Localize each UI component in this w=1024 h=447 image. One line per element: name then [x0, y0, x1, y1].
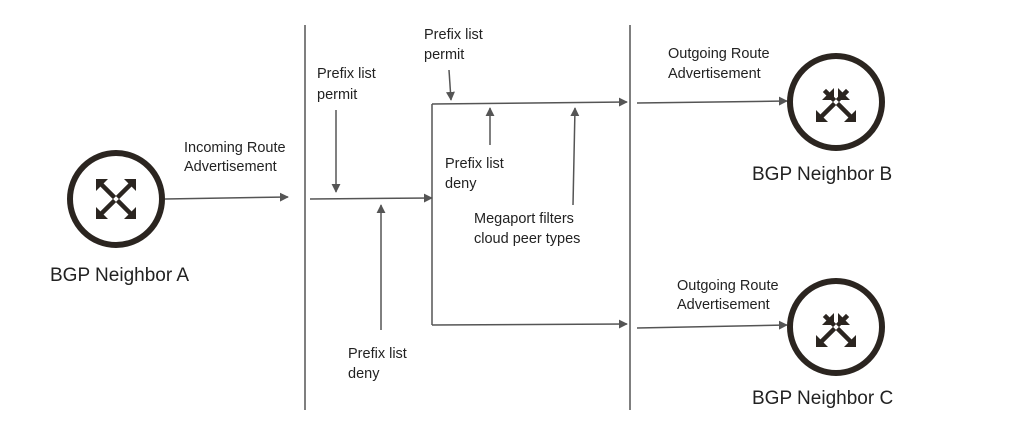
- router-crossed-arrows-icon: [816, 313, 856, 347]
- megaport-filter-arrow: [570, 107, 580, 206]
- prefix-permit-left-line2: permit: [317, 87, 357, 103]
- incoming-route-label: Incoming Route Advertisement: [184, 140, 290, 175]
- incoming-route-arrow: [164, 192, 289, 202]
- outgoing-route-c-line2: Advertisement: [677, 297, 770, 313]
- prefix-permit-top-label: Prefix list permit: [424, 27, 487, 63]
- router-c: [787, 278, 885, 376]
- router-b-label: BGP Neighbor B: [752, 164, 892, 185]
- prefix-deny-left-line2: deny: [348, 366, 380, 382]
- incoming-route-label-line2: Advertisement: [184, 159, 277, 175]
- prefix-permit-top-line2: permit: [424, 47, 464, 63]
- outgoing-route-b-line2: Advertisement: [668, 66, 761, 82]
- prefix-deny-mid-line1: Prefix list: [445, 156, 504, 172]
- outgoing-route-c-line1: Outgoing Route: [677, 278, 779, 294]
- filtered-route-arrow: [309, 193, 433, 203]
- incoming-route-label-line1: Incoming Route: [184, 140, 286, 156]
- megaport-filters-line2: cloud peer types: [474, 231, 580, 247]
- prefix-permit-top-arrow: [445, 69, 455, 101]
- outgoing-route-b-label: Outgoing Route Advertisement: [668, 46, 774, 82]
- router-c-label: BGP Neighbor C: [752, 388, 893, 409]
- outgoing-route-b-arrow: [636, 96, 788, 106]
- outgoing-route-b-line1: Outgoing Route: [668, 46, 770, 62]
- prefix-deny-left-line1: Prefix list: [348, 346, 407, 362]
- router-a: [67, 150, 165, 248]
- prefix-deny-mid-label: Prefix list deny: [445, 156, 508, 192]
- megaport-filters-label: Megaport filters cloud peer types: [474, 211, 580, 247]
- router-b: [787, 53, 885, 151]
- prefix-permit-left-label: Prefix list permit: [317, 66, 380, 103]
- router-crossed-arrows-icon: [96, 179, 136, 219]
- prefix-deny-left-label: Prefix list deny: [348, 346, 411, 382]
- prefix-permit-left-line1: Prefix list: [317, 66, 376, 82]
- branch-bottom-arrow: [431, 319, 628, 329]
- prefix-deny-mid-line2: deny: [445, 176, 477, 192]
- megaport-filters-line1: Megaport filters: [474, 211, 574, 227]
- router-a-label: BGP Neighbor A: [50, 265, 189, 286]
- prefix-permit-top-line1: Prefix list: [424, 27, 483, 43]
- outgoing-route-c-arrow: [636, 320, 788, 330]
- outgoing-route-c-label: Outgoing Route Advertisement: [677, 278, 783, 313]
- branch-top-arrow: [431, 97, 628, 107]
- router-crossed-arrows-icon: [816, 88, 856, 122]
